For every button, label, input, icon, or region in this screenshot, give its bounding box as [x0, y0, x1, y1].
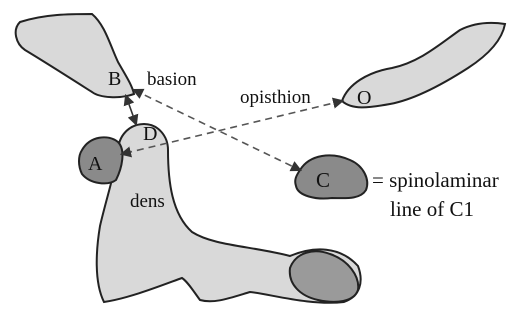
basion-dens-interval [126, 96, 136, 124]
spinolaminar-label-line-1: = spinolaminar [372, 168, 499, 192]
point-label-c: C [316, 168, 330, 192]
spinolaminar-label-line-2: line of C1 [390, 197, 474, 221]
point-label-a: A [88, 153, 103, 175]
basion-label: basion [147, 69, 197, 90]
point-label-d: D [143, 123, 157, 145]
point-label-o: O [357, 87, 371, 109]
dens-label: dens [130, 191, 165, 212]
point-label-b: B [108, 68, 121, 90]
opisthion-label: opisthion [240, 87, 311, 108]
posterior-arch-c [295, 155, 367, 198]
